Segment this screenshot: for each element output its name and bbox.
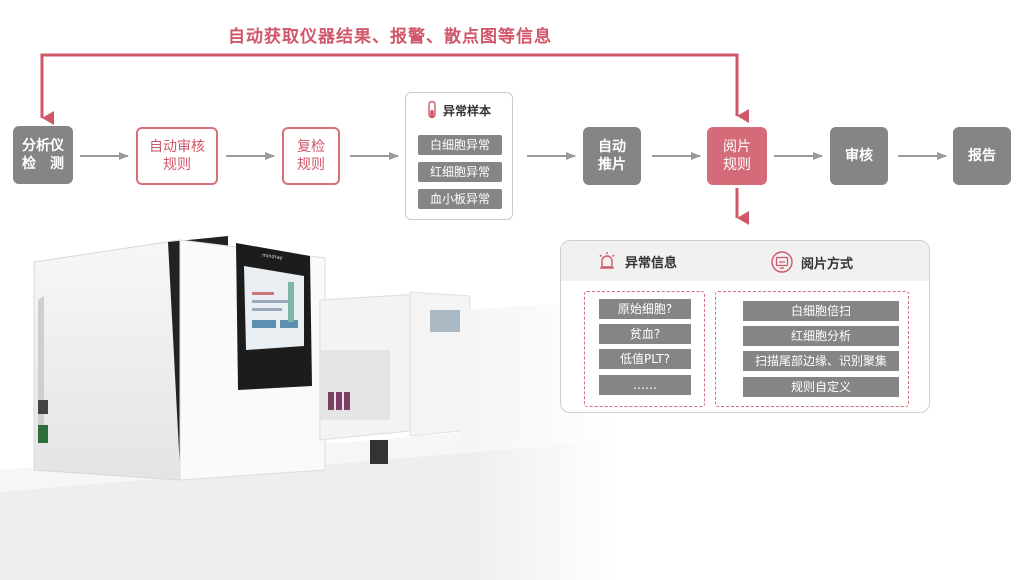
abnormal-sample-rbc: 红细胞异常 xyxy=(418,162,502,182)
review-method-rbc-analysis: 红细胞分析 xyxy=(743,326,899,346)
node-recheck-line2: 规则 xyxy=(297,157,325,173)
slide-review-icon xyxy=(771,251,793,273)
abnormal-info-more: …… xyxy=(599,375,691,395)
node-report-label: 报告 xyxy=(968,148,996,164)
node-auto-review-rules: 自动审核 规则 xyxy=(136,127,218,185)
abnormal-info-heading: 异常信息 xyxy=(597,251,677,271)
feedback-title: 自动获取仪器结果、报警、散点图等信息 xyxy=(228,27,552,47)
review-method-custom-rules: 规则自定义 xyxy=(743,377,899,397)
abnormal-info-blast: 原始细胞? xyxy=(599,299,691,319)
node-report: 报告 xyxy=(953,127,1011,185)
review-method-edge-scan: 扫描尾部边缘、识别聚集 xyxy=(743,351,899,371)
node-analyzer: 分析仪 检 测 xyxy=(13,126,73,184)
node-slide-review-rules: 阅片 规则 xyxy=(707,127,767,185)
node-recheck-rules: 复检 规则 xyxy=(282,127,340,185)
review-method-wbc-scan: 白细胞倍扫 xyxy=(743,301,899,321)
node-auto-review-line2: 规则 xyxy=(163,157,191,173)
node-slide-review-line2: 规则 xyxy=(723,157,751,173)
abnormal-samples-header: 异常样本 xyxy=(406,101,512,119)
abnormal-info-anemia: 贫血? xyxy=(599,324,691,344)
abnormal-samples-box: 异常样本 白细胞异常 红细胞异常 血小板异常 xyxy=(405,92,513,220)
abnormal-info-low-plt: 低值PLT? xyxy=(599,349,691,369)
abnormal-sample-wbc: 白细胞异常 xyxy=(418,135,502,155)
node-analyzer-line2: 检 测 xyxy=(22,156,64,172)
review-method-group xyxy=(715,291,909,407)
node-auto-smear: 自动 推片 xyxy=(583,127,641,185)
node-audit-label: 审核 xyxy=(845,148,873,164)
abnormal-samples-title: 异常样本 xyxy=(442,103,491,118)
abnormal-sample-plt: 血小板异常 xyxy=(418,189,502,209)
panel-header: 异常信息 阅片方式 xyxy=(561,241,929,281)
node-audit: 审核 xyxy=(830,127,888,185)
review-method-heading: 阅片方式 xyxy=(771,251,853,273)
review-method-title: 阅片方式 xyxy=(801,256,854,272)
node-analyzer-line1: 分析仪 xyxy=(22,138,64,154)
node-auto-smear-line1: 自动 xyxy=(598,139,626,155)
analyzer-device-illustration xyxy=(0,225,620,580)
node-recheck-line1: 复检 xyxy=(297,139,325,155)
feedback-loop-line xyxy=(40,53,739,118)
node-auto-smear-line2: 推片 xyxy=(598,157,626,173)
test-tube-icon xyxy=(428,101,436,119)
node-slide-review-line1: 阅片 xyxy=(723,139,751,155)
alarm-light-icon xyxy=(599,252,615,269)
abnormal-info-title: 异常信息 xyxy=(625,255,678,271)
node-auto-review-line1: 自动审核 xyxy=(149,139,205,155)
review-detail-panel: 异常信息 阅片方式 原始细胞? 贫血? 低值PLT? …… 白细胞倍扫 红细胞分… xyxy=(560,240,930,413)
abnormal-info-group xyxy=(584,291,705,407)
